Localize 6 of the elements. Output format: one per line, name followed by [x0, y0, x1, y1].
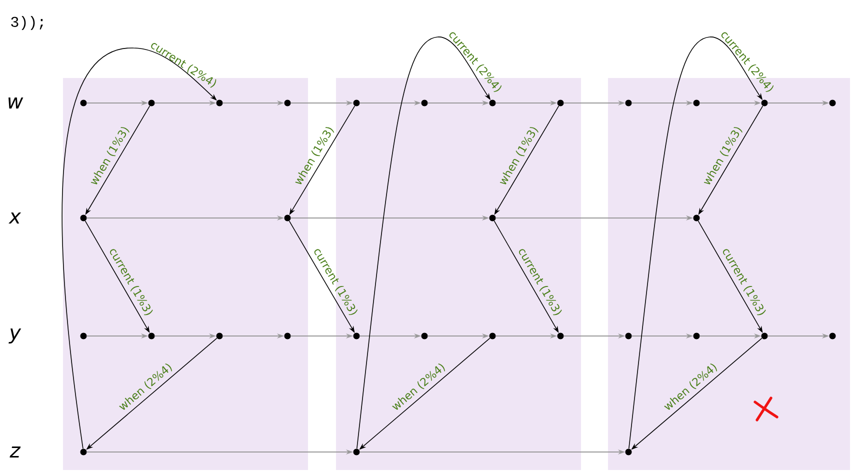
arrow — [62, 48, 217, 449]
row-label: z — [10, 446, 21, 458]
code-text: 3)); — [11, 16, 43, 30]
row-label: w — [8, 98, 24, 108]
row-label: x — [8, 212, 22, 224]
row-label: y — [8, 328, 22, 344]
